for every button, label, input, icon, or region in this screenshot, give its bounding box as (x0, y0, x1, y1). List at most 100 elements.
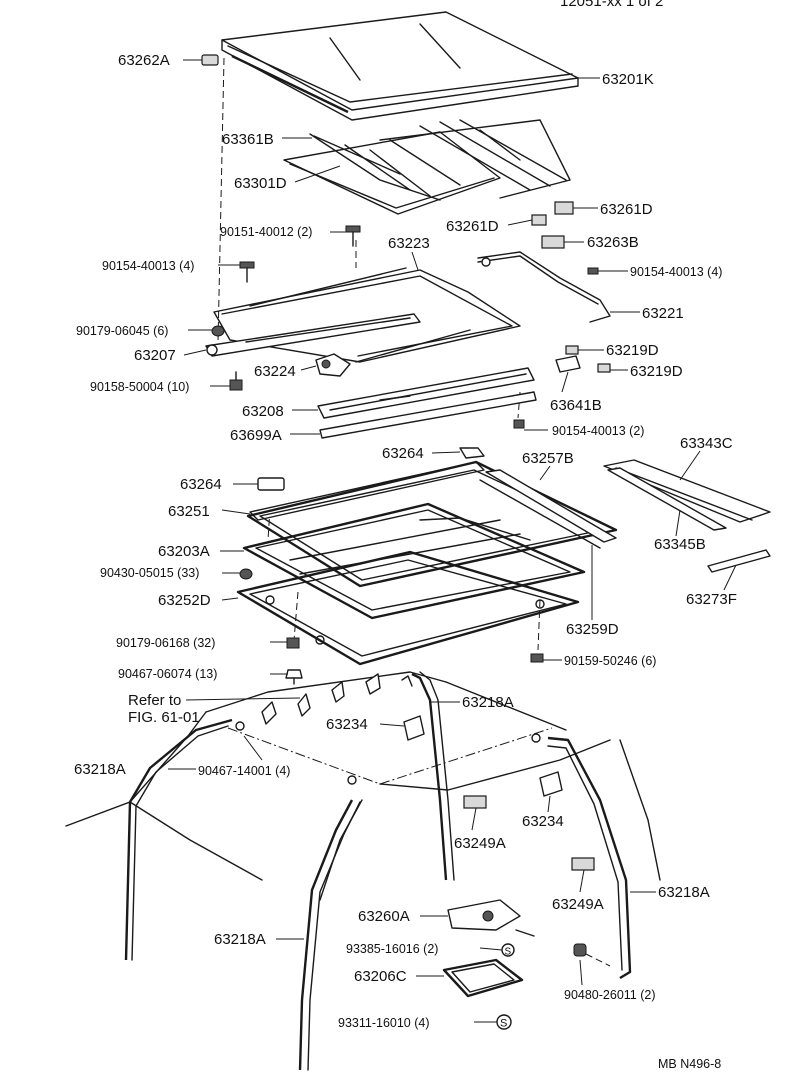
sunroof-glass-panel (221, 11, 579, 121)
panel-63343C (603, 459, 771, 523)
label-63249A-right: 63249A (552, 896, 604, 913)
pad-63264-lower (257, 477, 285, 491)
pad-63234-a (403, 715, 425, 741)
screw-symbol-93385: S (501, 943, 515, 958)
screw-90158 (229, 371, 243, 391)
pad-63249A-b (571, 857, 595, 871)
svg-text:S: S (500, 1018, 507, 1030)
screw-90159 (530, 653, 544, 663)
label-63223: 63223 (388, 235, 430, 252)
seal-strip-63699A (319, 391, 537, 439)
label-63301D: 63301D (234, 175, 287, 192)
sunroof-frame-63223 (213, 267, 521, 363)
guide-shoe-63263B (541, 235, 565, 249)
cover-63206C (442, 958, 524, 998)
label-90154-40013-left: 90154-40013 (4) (102, 259, 194, 273)
link-line (355, 329, 471, 363)
washer-90179 (211, 325, 225, 337)
label-90179-06045: 90179-06045 (6) (76, 324, 168, 338)
glass-stopper-block (201, 54, 219, 66)
clip-63219D-a (565, 345, 579, 355)
guide-rail-63208 (317, 367, 535, 419)
guide-block-right (554, 201, 574, 215)
screw-symbol-93311: S (496, 1014, 512, 1030)
footer-code: MB N496-8 (658, 1057, 721, 1071)
screw-90154-right (587, 267, 599, 275)
strip-63259D (479, 479, 601, 549)
label-93311-16010: 93311-16010 (4) (338, 1016, 430, 1030)
label-90467-06074: 90467-06074 (13) (118, 667, 217, 681)
label-63219D-lower: 63219D (630, 363, 683, 380)
label-90154-40013-right: 90154-40013 (4) (630, 265, 722, 279)
clip-90467 (285, 669, 303, 685)
sunshade-assembly (283, 131, 501, 215)
motor-63260A (447, 899, 535, 937)
label-63263B: 63263B (587, 234, 639, 251)
drive-cable-63221 (477, 251, 611, 323)
label-63218A-top: 63218A (462, 694, 514, 711)
nut-dash-line (293, 591, 299, 641)
label-63264-lower: 63264 (180, 476, 222, 493)
pad-63249A-a (463, 795, 487, 809)
label-63219D-upper: 63219D (606, 342, 659, 359)
label-93385-16016: 93385-16016 (2) (346, 942, 438, 956)
label-63203A: 63203A (158, 543, 210, 560)
label-90158-50004: 90158-50004 (10) (90, 380, 189, 394)
label-63206C: 63206C (354, 968, 407, 985)
label-refer-fig: FIG. 61-01 (128, 709, 200, 726)
strip-63257B (485, 469, 617, 543)
label-90480-26011: 90480-26011 (2) (564, 988, 656, 1002)
housing-frame-63203A (242, 502, 586, 620)
label-63224: 63224 (254, 363, 296, 380)
label-63201K: 63201K (602, 71, 654, 88)
guide-rail-63207 (205, 313, 421, 357)
guide-block-centre (531, 214, 547, 226)
label-refer-to: Refer to (128, 692, 181, 709)
roof-brackets (261, 673, 413, 725)
label-63361B: 63361B (222, 131, 274, 148)
label-63251: 63251 (168, 503, 210, 520)
label-63262A: 63262A (118, 52, 170, 69)
label-63218A-right: 63218A (658, 884, 710, 901)
cable-63361B (313, 135, 401, 175)
label-90154-40013-lower: 90154-40013 (2) (552, 424, 644, 438)
label-63218A-left: 63218A (74, 761, 126, 778)
label-63345B: 63345B (654, 536, 706, 553)
label-63208: 63208 (242, 403, 284, 420)
label-90467-14001: 90467-14001 (4) (198, 764, 290, 778)
drain-rails (379, 119, 571, 199)
label-63218A-bottom: 63218A (214, 931, 266, 948)
label-90151-40012: 90151-40012 (2) (220, 225, 312, 239)
pad-63264-upper (459, 447, 485, 459)
leader-lines (168, 59, 737, 1023)
label-63343C: 63343C (680, 435, 733, 452)
label-90179-06168: 90179-06168 (32) (116, 636, 215, 650)
pad-63234-b (539, 771, 563, 797)
bolt-90151 (345, 225, 361, 247)
motor-bracket-63224 (315, 353, 351, 377)
label-90430-05015: 90430-05015 (33) (100, 566, 199, 580)
label-63234-upper: 63234 (326, 716, 368, 733)
svg-text:S: S (505, 947, 512, 958)
strip-63345B (607, 467, 727, 531)
label-63249A-left: 63249A (454, 835, 506, 852)
nut-90430 (239, 568, 253, 580)
label-63264-upper: 63264 (382, 445, 424, 462)
header-code: 12051-xx 1 of 2 (560, 0, 663, 10)
label-63641B: 63641B (550, 397, 602, 414)
label-63221: 63221 (642, 305, 684, 322)
strip-63273F (707, 549, 771, 573)
grommet-90480 (573, 943, 611, 967)
label-63252D: 63252D (158, 592, 211, 609)
label-63257B: 63257B (522, 450, 574, 467)
label-63261D-centre: 63261D (446, 218, 499, 235)
label-63261D-right: 63261D (600, 201, 653, 218)
label-90159-50246: 90159-50246 (6) (564, 654, 656, 668)
assembly-centre-line (217, 57, 225, 343)
drip-moulding-63218A (124, 671, 632, 1071)
label-63259D: 63259D (566, 621, 619, 638)
bracket-63641B (555, 355, 581, 373)
washer-90179-b (286, 637, 300, 649)
screw-90154-lower (513, 419, 525, 429)
clip-63219D-b (597, 363, 611, 373)
